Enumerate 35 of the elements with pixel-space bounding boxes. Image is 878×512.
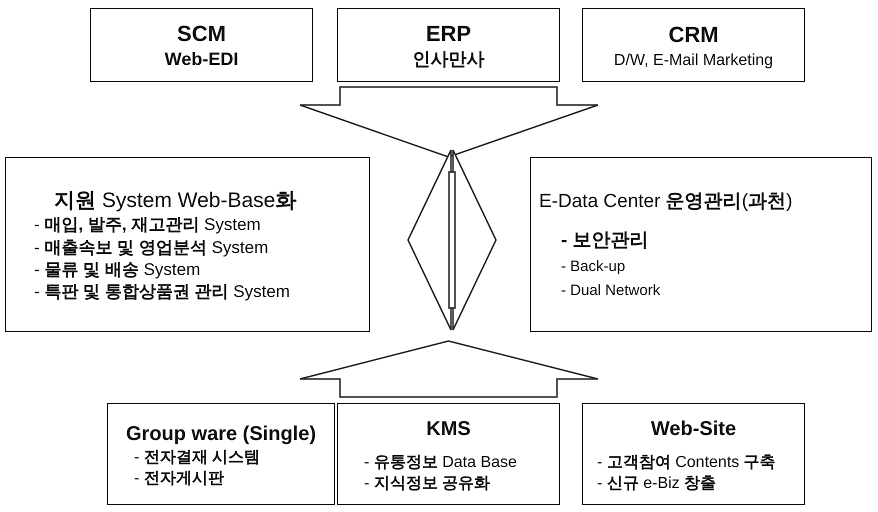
block-arrow: [299, 340, 599, 398]
box-heading: Web-Site: [650, 416, 738, 441]
list-item: - Dual Network: [560, 282, 662, 300]
double-block-arrow: [407, 149, 497, 331]
list-item: - 고객참여 Contents 구축: [596, 452, 777, 472]
list-item: - 매출속보 및 영업분석 System: [34, 238, 270, 258]
list-item: - 전자게시판: [133, 469, 225, 488]
list-item: - 지식정보 공유화: [363, 474, 492, 494]
system-box: [337, 8, 560, 82]
list-item: - 특판 및 통합상품권 관리 System: [34, 282, 291, 303]
list-item: - 신규 e-Biz 창출: [596, 474, 718, 494]
list-item: - 물류 및 배송 System: [34, 260, 202, 280]
list-item: - 매입, 발주, 재고관리 System: [34, 215, 262, 236]
list-item: D/W, E-Mail Marketing: [612, 50, 774, 70]
feature-box: [5, 157, 370, 332]
box-heading: E-Data Center 운영관리(과천): [539, 190, 794, 214]
system-box: [90, 8, 313, 82]
list-item: - 보안관리: [560, 230, 650, 252]
block-arrow: [299, 86, 599, 158]
list-item: 인사만사: [412, 49, 486, 71]
system-box: [107, 403, 335, 505]
box-heading: 지원 System Web-Base화: [53, 188, 298, 214]
list-item: - 전자결재 시스템: [133, 448, 262, 467]
box-heading: CRM: [667, 22, 720, 49]
box-heading: ERP: [424, 21, 472, 48]
box-heading: KMS: [425, 416, 472, 441]
box-heading: SCM: [176, 21, 227, 48]
list-item: Web-EDI: [164, 49, 240, 71]
list-item: - Back-up: [560, 258, 626, 276]
system-box: [337, 403, 560, 505]
feature-box: [530, 157, 872, 332]
box-heading: Group ware (Single): [124, 422, 318, 446]
list-item: - 유통정보 Data Base: [363, 452, 518, 472]
system-box: [582, 403, 805, 505]
system-box: [582, 8, 805, 82]
